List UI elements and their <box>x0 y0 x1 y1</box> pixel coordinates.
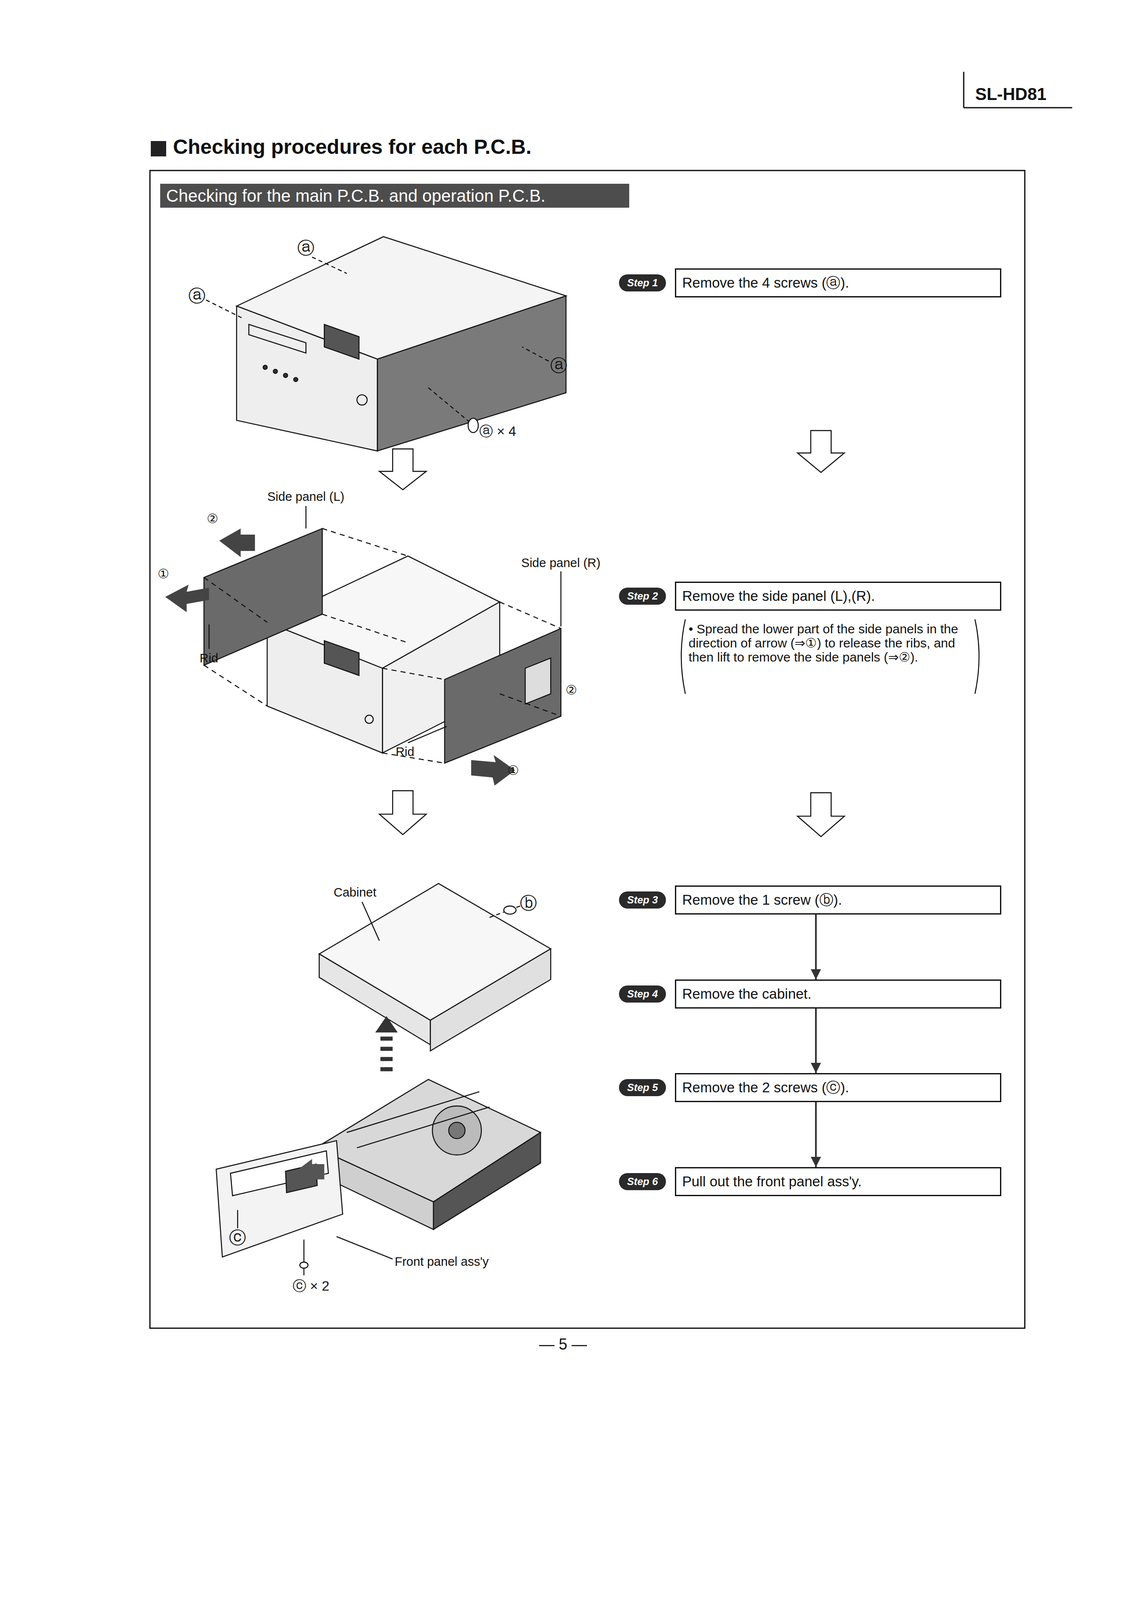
screw-count: ⓒ × 2 <box>292 1278 330 1294</box>
step-box: Remove the side panel (L),(R). <box>674 581 1002 611</box>
header-rule <box>963 71 965 108</box>
flow-arrow <box>815 914 817 980</box>
node-text: Checking for the main P.C.B. and operati… <box>166 186 546 206</box>
model-number: SL-HD81 <box>975 84 1047 104</box>
node-text: Remove the cabinet. <box>682 985 812 1002</box>
node-text: Step 2 <box>627 589 658 602</box>
step-box: Remove the 2 screws (ⓒ). <box>674 1072 1002 1102</box>
step-badge: Step 2 <box>618 587 666 605</box>
drawing <box>165 236 980 1275</box>
callout-number: ① <box>507 762 520 778</box>
part-name: Side panel (R) <box>521 556 601 570</box>
step-box: Pull out the front panel ass'y. <box>674 1166 1002 1196</box>
step-badge: Step 5 <box>618 1078 666 1096</box>
part-name: Front panel ass'y <box>394 1254 489 1269</box>
flow-arrow <box>815 1101 817 1167</box>
callout-number: ① <box>157 566 170 581</box>
header-rule <box>963 107 1073 109</box>
page-title: Checking procedures for each P.C.B. <box>173 135 532 159</box>
section-band: Checking for the main P.C.B. and operati… <box>160 183 630 208</box>
part-name: Side panel (L) <box>267 489 345 504</box>
screw-count: ⓐ × 4 <box>479 423 517 439</box>
node-text: Remove the 4 screws (ⓐ). <box>682 273 850 293</box>
step-badge: Step 6 <box>618 1172 666 1190</box>
callout-number: ② <box>565 682 578 697</box>
step-badge: Step 3 <box>618 891 666 909</box>
step-badge: Step 4 <box>618 985 666 1003</box>
instruction-note: • Spread the lower part of the side pane… <box>688 621 975 664</box>
node-text: Step 5 <box>627 1081 658 1094</box>
screw-callout: ⓑ <box>519 893 537 913</box>
title-square <box>150 140 167 157</box>
step-box: Remove the 4 screws (ⓐ). <box>674 268 1002 298</box>
step-box: Remove the 1 screw (ⓑ). <box>674 885 1002 915</box>
frame <box>149 170 1025 1328</box>
node-text: Step 4 <box>627 987 658 1000</box>
screw-callout: ⓐ <box>188 286 206 305</box>
node-text: Step 1 <box>627 276 658 289</box>
part-name: Rid <box>199 651 219 666</box>
node-text: Remove the 1 screw (ⓑ). <box>682 890 842 910</box>
step-badge: Step 1 <box>618 274 666 292</box>
page-number: — 5 — <box>539 1335 587 1353</box>
node-text: Remove the side panel (L),(R). <box>682 587 875 605</box>
screw-callout: ⓐ <box>297 238 315 258</box>
screw-callout: ⓐ <box>550 355 568 375</box>
callout-number: ② <box>206 511 219 526</box>
screw-callout: ⓒ <box>228 1227 247 1247</box>
part-name: Rid <box>395 744 415 759</box>
node-text: Step 3 <box>627 893 658 906</box>
flow-arrow <box>815 1008 817 1073</box>
node-text: Remove the 2 screws (ⓒ). <box>682 1077 850 1097</box>
node-text: Step 6 <box>627 1175 658 1188</box>
part-name: Cabinet <box>333 885 377 900</box>
node-text: Pull out the front panel ass'y. <box>682 1173 862 1190</box>
step-box: Remove the cabinet. <box>674 979 1002 1009</box>
